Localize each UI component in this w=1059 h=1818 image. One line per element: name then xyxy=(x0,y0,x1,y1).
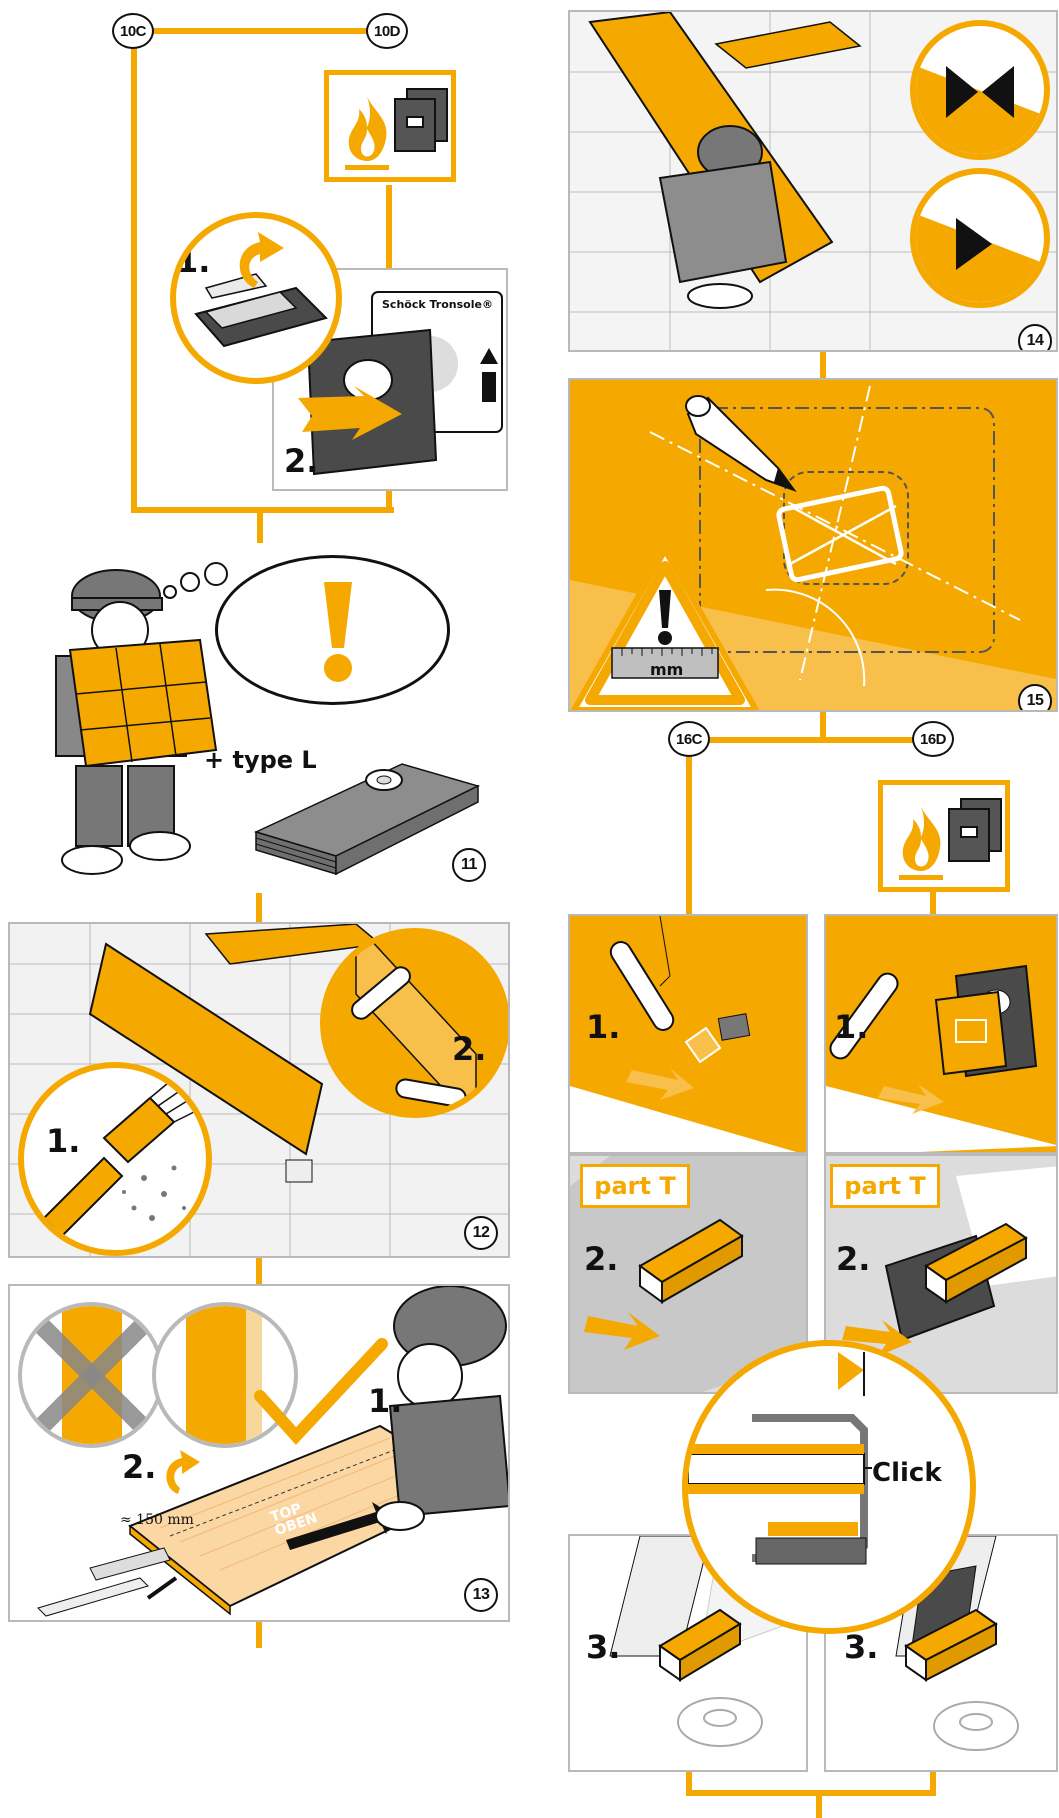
step-number: 1. xyxy=(176,242,210,280)
step-number: 3. xyxy=(844,1628,878,1666)
connector-line xyxy=(816,1793,822,1818)
ref-badge-10d: 10D xyxy=(366,13,408,49)
ref-badge-10c: 10C xyxy=(112,13,154,49)
connector-line xyxy=(930,890,936,915)
warning-unit-label: mm xyxy=(650,660,683,679)
alignment-circle-top xyxy=(910,20,1050,160)
step-number: 1. xyxy=(368,1382,402,1420)
flame-icon xyxy=(337,93,397,173)
connector-line xyxy=(820,712,826,740)
peel-detail-circle: 1. xyxy=(170,212,342,384)
rotate-arrow-icon xyxy=(156,1448,206,1498)
step-number: 2. xyxy=(836,1240,870,1278)
connector-line xyxy=(686,740,692,915)
fire-protection-icon-box xyxy=(324,70,456,182)
connector-line xyxy=(131,28,387,34)
edge-direction-icon xyxy=(916,174,1046,304)
flame-icon xyxy=(891,803,951,883)
rotate-arrow-icon xyxy=(224,228,294,298)
connector-line xyxy=(256,1258,262,1284)
panel-number-12: 12 xyxy=(464,1216,498,1250)
exclamation-icon xyxy=(318,576,358,686)
fire-protection-icon-box xyxy=(878,780,1010,892)
step-panel-15: mm 15 xyxy=(568,378,1058,712)
worker-reading-plan-illustration xyxy=(20,570,220,880)
panel-number-11: 11 xyxy=(452,848,486,882)
dimension-label: ≈ 150 mm xyxy=(120,1512,194,1528)
product-brand-label: Schöck Tronsole® xyxy=(382,298,493,311)
step-number: 2. xyxy=(584,1240,618,1278)
connector-line xyxy=(256,1622,262,1648)
click-detail-circle: Click xyxy=(682,1340,976,1634)
part-t-label: part T xyxy=(830,1164,940,1208)
board-stack-with-tape-illustration xyxy=(252,756,482,886)
click-mechanism-illustration xyxy=(688,1346,976,1634)
panel-number-14: 14 xyxy=(1018,324,1052,352)
step-panel-14: 14 xyxy=(568,10,1058,352)
connector-line xyxy=(686,737,936,743)
step-number: 1. xyxy=(834,1008,868,1046)
fire-protection-plate-icon xyxy=(393,85,453,155)
connector-line xyxy=(256,893,262,923)
step-number: 3. xyxy=(586,1628,620,1666)
ref-badge-16c: 16C xyxy=(668,721,710,757)
fire-protection-plate-icon xyxy=(947,795,1007,865)
cutter-knife-icon xyxy=(326,934,506,1114)
pencil-and-ruler-illustration xyxy=(30,1548,180,1618)
part-t-label: part T xyxy=(580,1164,690,1208)
brush-detail-circle: 1. xyxy=(18,1062,212,1256)
step-number: 2. xyxy=(122,1448,156,1486)
step-panel-12: 1. 2. 12 xyxy=(8,922,510,1258)
step-panel-11: + type L 11 xyxy=(20,560,500,890)
step-panel-13: TOP OBEN ≈ 150 mm 2. 1. 13 xyxy=(8,1284,510,1622)
knife-detail-circle: 2. xyxy=(320,928,510,1118)
connector-line xyxy=(686,1770,692,1792)
press-arrow xyxy=(294,386,404,446)
click-label: Click xyxy=(872,1458,942,1488)
connector-line xyxy=(820,352,826,378)
step-number: 1. xyxy=(586,1008,620,1046)
connector-line xyxy=(257,507,263,543)
panel-number-13: 13 xyxy=(464,1578,498,1612)
step-number: 2. xyxy=(452,1030,486,1068)
thought-bubbles xyxy=(160,562,230,602)
worker-cutting-illustration xyxy=(360,1286,510,1556)
connector-line xyxy=(131,28,137,510)
step-panel-16d-1: 1. xyxy=(824,914,1058,1154)
pencil-icon xyxy=(682,394,802,494)
butt-joint-icon xyxy=(916,26,1046,156)
alignment-circle-bottom xyxy=(910,168,1050,308)
step-panel-16c-1: 1. xyxy=(568,914,808,1154)
connector-line xyxy=(930,1770,936,1792)
panel-number-15: 15 xyxy=(1018,684,1052,712)
step-number: 2. xyxy=(284,442,318,480)
ref-badge-16d: 16D xyxy=(912,721,954,757)
connector-line xyxy=(686,1790,936,1796)
warning-triangle-icon xyxy=(570,544,760,712)
step-number: 1. xyxy=(46,1122,80,1160)
